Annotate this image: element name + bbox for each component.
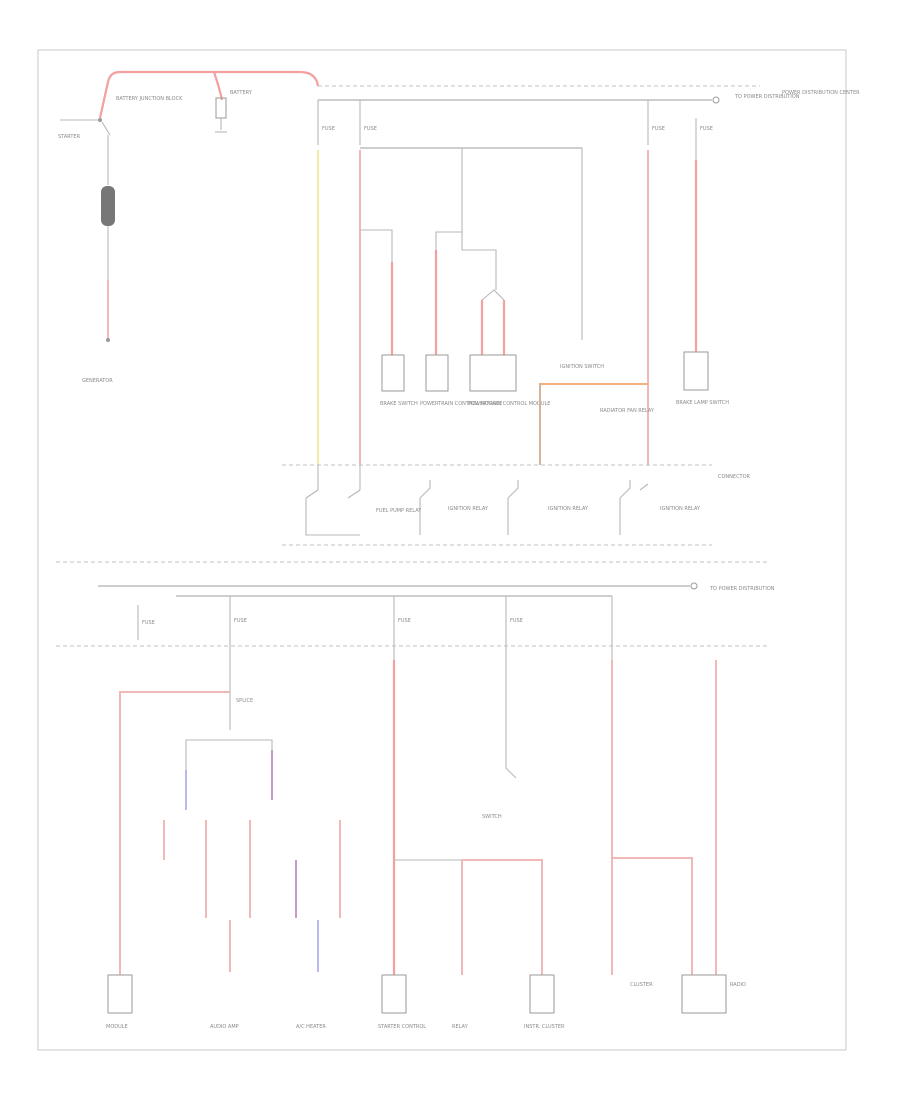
bottom-fuse-3: FUSE	[398, 618, 411, 624]
bottom-component-2: AUDIO AMP	[210, 1024, 239, 1030]
top-component-4: IGNITION SWITCH	[560, 364, 604, 370]
top-bus-note: TO POWER DISTRIBUTION	[734, 94, 800, 100]
relay-4: IGNITION RELAY	[660, 506, 701, 512]
battery-fusible-link	[215, 97, 227, 119]
relay-2: IGNITION RELAY	[448, 506, 489, 512]
relay-1: FUEL PUMP RELAY	[376, 508, 422, 514]
bus-connector-icon	[712, 96, 720, 104]
top-component-1: BRAKE SWITCH	[380, 401, 418, 407]
bottom-component-4: STARTER CONTROL	[378, 1024, 426, 1030]
top-fuse-3: FUSE	[652, 126, 665, 132]
relay-3: IGNITION RELAY	[548, 506, 589, 512]
bottom-component-5: RELAY	[452, 1024, 469, 1030]
top-fuse-1: FUSE	[322, 126, 335, 132]
cluster-box	[529, 974, 555, 1014]
splice-note: SPLICE	[236, 698, 253, 704]
bottom-bus-note: TO POWER DISTRIBUTION	[709, 586, 775, 592]
brake-lamp-switch-box	[683, 351, 709, 391]
module-feed-wire	[119, 691, 230, 975]
pcm-box-2	[469, 354, 517, 392]
connector-note: CONNECTOR	[718, 474, 751, 480]
module-box	[107, 974, 133, 1014]
battery-label: BATTERY	[230, 90, 253, 96]
cluster-feed-wire	[462, 859, 543, 975]
switch-note: SWITCH	[482, 814, 502, 820]
top-component-3: POWERTRAIN CONTROL MODULE	[468, 401, 550, 407]
top-component-6: BRAKE LAMP SWITCH	[676, 400, 729, 406]
bottom-fuse-2: FUSE	[234, 618, 247, 624]
bottom-component-3: A/C HEATER	[296, 1024, 326, 1030]
battery-branch-wire	[212, 71, 224, 101]
diagram-frame	[37, 49, 847, 1051]
top-fuse-2: FUSE	[364, 126, 377, 132]
top-fuse-4: FUSE	[700, 126, 713, 132]
battery-junction-note: BATTERY JUNCTION BLOCK	[116, 96, 183, 102]
top-component-5: RADIATOR FAN RELAY	[600, 408, 655, 414]
pcm-box-1	[425, 354, 449, 392]
radio-box	[681, 974, 727, 1014]
bottom-component-6: INSTR. CLUSTER	[524, 1024, 565, 1030]
brake-switch-box	[381, 354, 405, 392]
battery-feed-wire	[98, 70, 320, 119]
bottom-fuse-4: FUSE	[510, 618, 523, 624]
bottom-component-1: MODULE	[106, 1024, 128, 1030]
generator-label: GENERATOR	[82, 378, 113, 384]
generator-coil	[101, 186, 115, 226]
starter-control-box	[381, 974, 407, 1014]
bottom-component-8: RADIO	[730, 982, 746, 988]
bottom-component-7: CLUSTER	[630, 982, 653, 988]
bottom-bus-connector-icon	[690, 582, 698, 590]
bottom-fuse-1: FUSE	[142, 620, 155, 626]
starter-label: STARTER	[58, 134, 81, 140]
top-component-2: POWERTRAIN CONTROL MODULE	[420, 401, 502, 407]
pdc-note: POWER DISTRIBUTION CENTER	[782, 90, 860, 96]
